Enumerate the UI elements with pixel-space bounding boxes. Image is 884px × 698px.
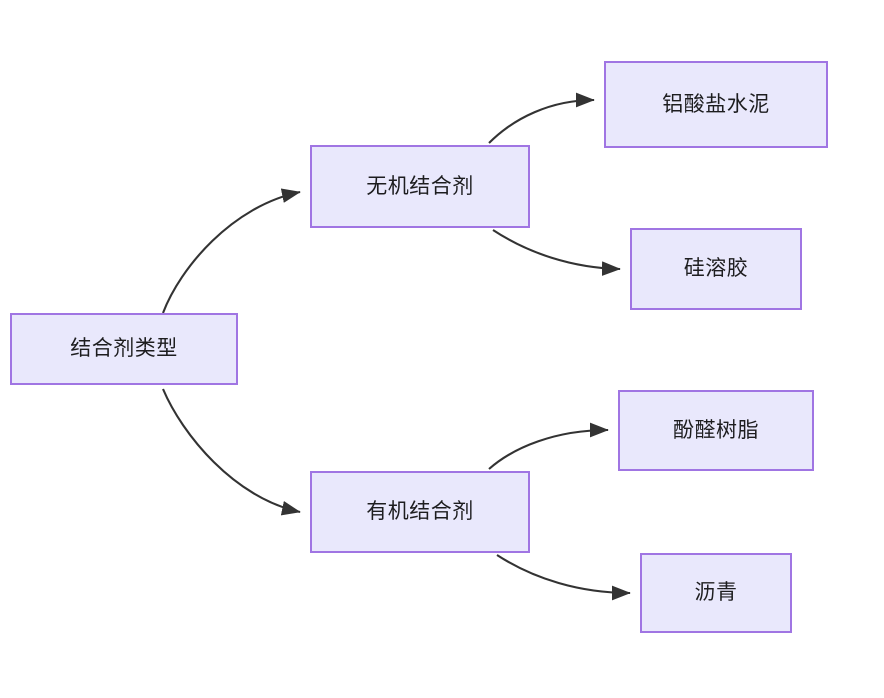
node-inorganic-binder[interactable]: 无机结合剂 [310, 145, 530, 228]
node-binder-type[interactable]: 结合剂类型 [10, 313, 238, 385]
node-aluminate-cement[interactable]: 铝酸盐水泥 [604, 61, 828, 148]
node-label: 铝酸盐水泥 [662, 92, 770, 116]
edge-root-to-inorganic [162, 188, 301, 314]
node-phenolic-resin[interactable]: 酚醛树脂 [618, 390, 814, 471]
node-organic-binder[interactable]: 有机结合剂 [310, 471, 530, 553]
node-label: 酚醛树脂 [673, 418, 759, 442]
node-label: 结合剂类型 [70, 337, 178, 361]
edge-inorganic-to-aluminate [488, 92, 595, 144]
edge-organic-to-asphalt [496, 554, 631, 601]
node-silica-sol[interactable]: 硅溶胶 [630, 228, 802, 310]
node-label: 无机结合剂 [366, 174, 474, 198]
node-label: 沥青 [694, 581, 738, 605]
edge-organic-to-phenolic [488, 422, 609, 470]
node-label: 硅溶胶 [683, 257, 749, 281]
node-asphalt[interactable]: 沥青 [640, 553, 792, 633]
edge-root-to-organic [162, 388, 301, 516]
edge-inorganic-to-silicasol [492, 229, 621, 276]
node-label: 有机结合剂 [366, 500, 474, 524]
